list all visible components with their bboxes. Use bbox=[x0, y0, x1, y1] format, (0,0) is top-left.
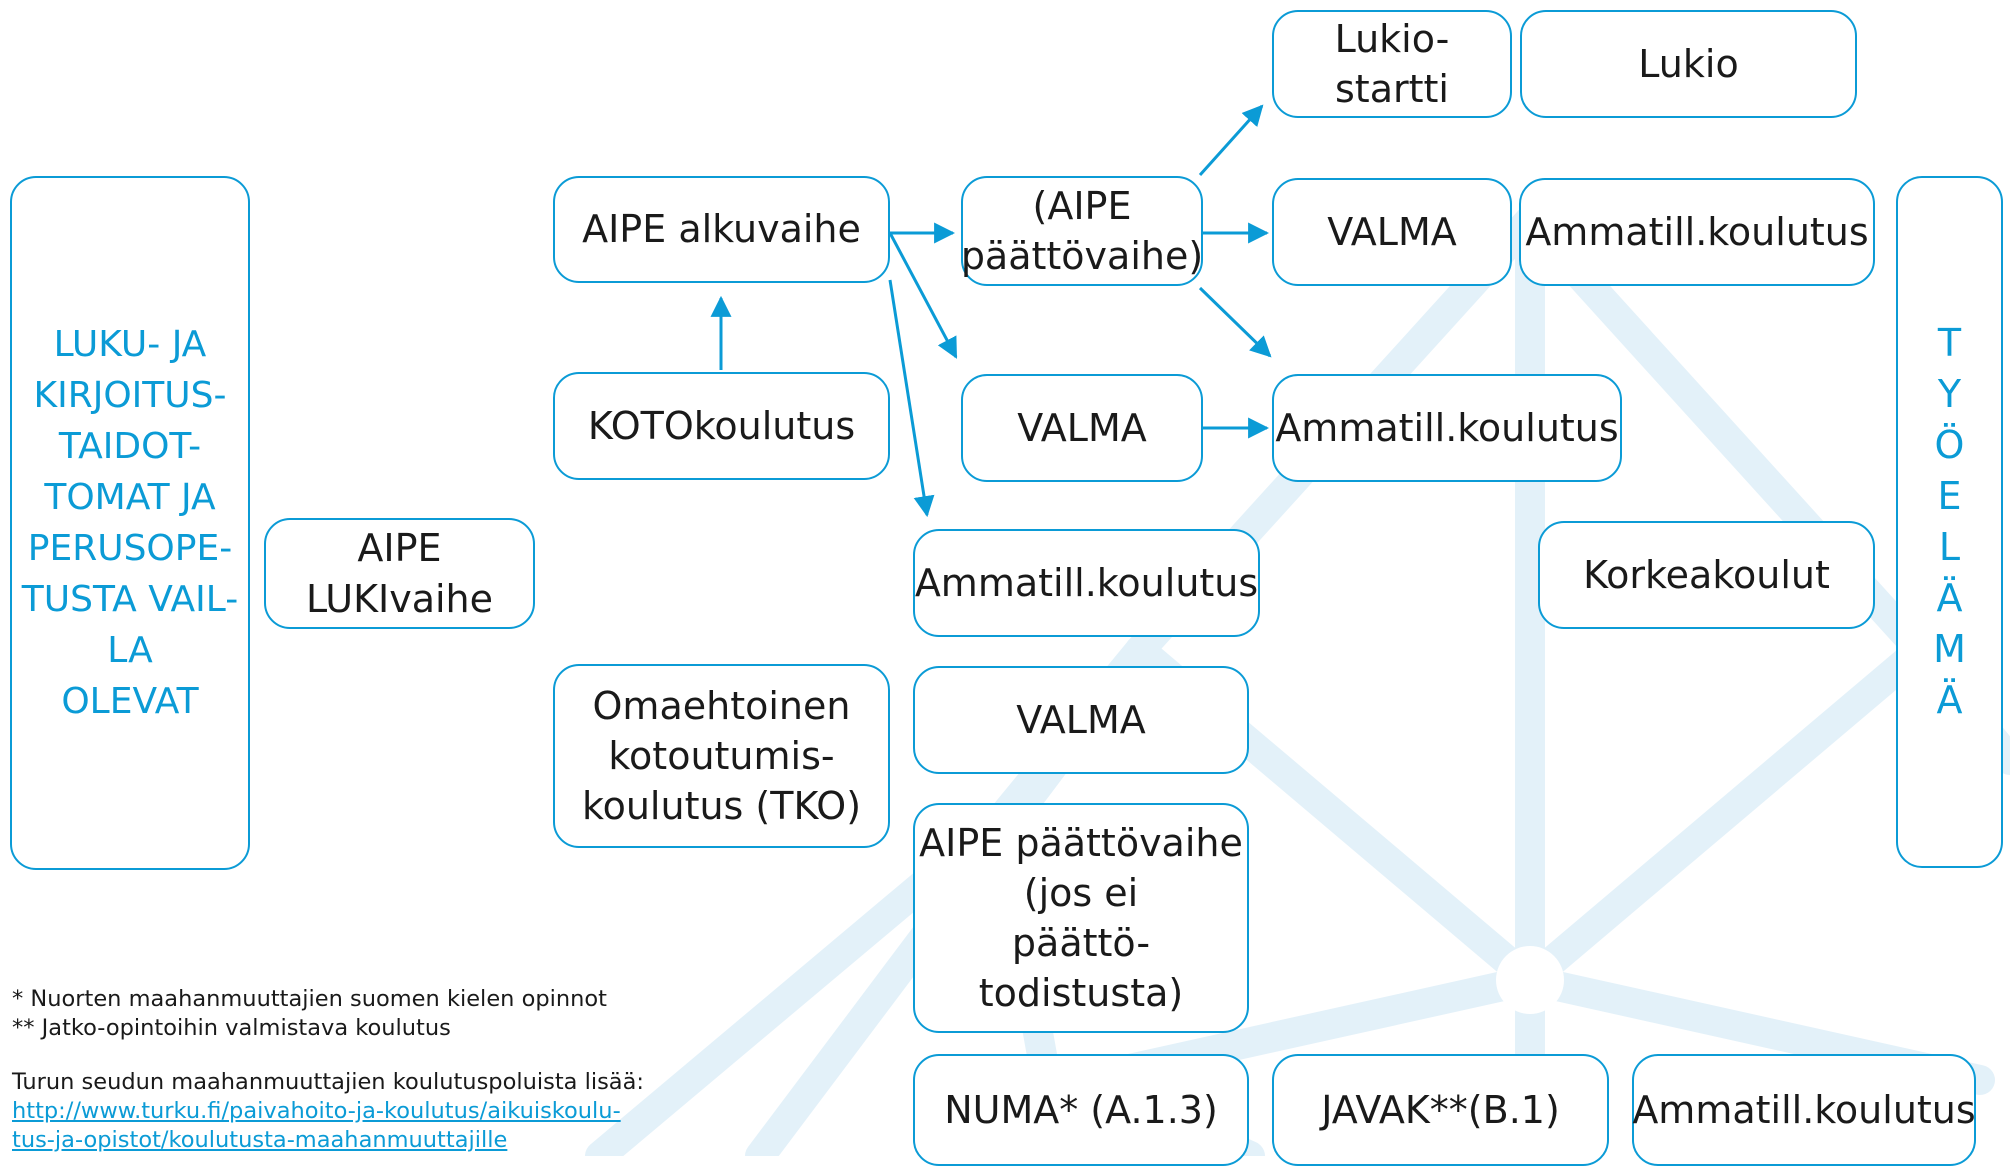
target-group-box: LUKU- JA KIRJOITUS- TAIDOT- TOMAT JA PER… bbox=[10, 176, 250, 870]
footnote-javak: ** Jatko-opintoihin valmistava koulutus bbox=[12, 1015, 451, 1041]
tko-label: Omaehtoinen kotoutumis- koulutus (TKO) bbox=[581, 683, 862, 829]
aipe-luki-box: AIPE LUKIvaihe bbox=[264, 518, 535, 629]
more-info-link[interactable]: http://www.turku.fi/paivahoito-ja-koulut… bbox=[12, 1098, 621, 1153]
lukio-box: Lukio bbox=[1520, 10, 1857, 118]
valma-top-box: VALMA bbox=[1272, 178, 1512, 286]
ammatill-bottom-box: Ammatill.koulutus bbox=[1632, 1054, 1976, 1166]
ammatill-mid-label: Ammatill.koulutus bbox=[914, 560, 1259, 605]
footnotes: * Nuorten maahanmuuttajien suomen kielen… bbox=[12, 985, 607, 1043]
more-info-link-line1[interactable]: http://www.turku.fi/paivahoito-ja-koulut… bbox=[12, 1098, 621, 1124]
aipe-paatto-jos-label: AIPE päättövaihe (jos ei päättö- todistu… bbox=[919, 820, 1243, 1016]
numa-label: NUMA* (A.1.3) bbox=[944, 1087, 1218, 1132]
numa-box: NUMA* (A.1.3) bbox=[913, 1054, 1249, 1166]
aipe-alku-box: AIPE alkuvaihe bbox=[553, 176, 890, 283]
lukiostartti-label: Lukio- startti bbox=[1334, 16, 1450, 111]
more-info: Turun seudun maahanmuuttajien koulutuspo… bbox=[12, 1068, 644, 1155]
tko-box: Omaehtoinen kotoutumis- koulutus (TKO) bbox=[553, 664, 890, 848]
korkeakoulut-box: Korkeakoulut bbox=[1538, 521, 1875, 629]
javak-box: JAVAK**(B.1) bbox=[1272, 1054, 1609, 1166]
aipe-paatto-jos-box: AIPE päättövaihe (jos ei päättö- todistu… bbox=[913, 803, 1249, 1033]
javak-label: JAVAK**(B.1) bbox=[1321, 1087, 1560, 1132]
korkeakoulut-label: Korkeakoulut bbox=[1583, 552, 1830, 597]
ammatill-center-label: Ammatill.koulutus bbox=[1275, 405, 1619, 450]
valma-lower-label: VALMA bbox=[1016, 697, 1146, 742]
target-group-label: LUKU- JA KIRJOITUS- TAIDOT- TOMAT JA PER… bbox=[21, 323, 239, 723]
valma-top-label: VALMA bbox=[1327, 209, 1457, 254]
more-info-link-line2[interactable]: tus-ja-opistot/koulutusta-maahanmuuttaji… bbox=[12, 1127, 508, 1153]
koto-label: KOTOkoulutus bbox=[587, 403, 856, 448]
lukio-label: Lukio bbox=[1638, 41, 1739, 86]
tyoelama-label: T Y Ö E L Ä M Ä bbox=[1933, 321, 1966, 722]
ammatill-mid-box: Ammatill.koulutus bbox=[913, 529, 1260, 637]
aipe-alku-label: AIPE alkuvaihe bbox=[582, 207, 861, 252]
aipe-paatto-box: (AIPE päättövaihe) bbox=[961, 176, 1203, 286]
ammatill-center-box: Ammatill.koulutus bbox=[1272, 374, 1622, 482]
ammatill-top-box: Ammatill.koulutus bbox=[1519, 178, 1875, 286]
valma-mid-box: VALMA bbox=[961, 374, 1203, 482]
valma-mid-label: VALMA bbox=[1017, 405, 1147, 450]
koto-box: KOTOkoulutus bbox=[553, 372, 890, 480]
ammatill-bottom-label: Ammatill.koulutus bbox=[1632, 1087, 1976, 1132]
footnote-numa: * Nuorten maahanmuuttajien suomen kielen… bbox=[12, 986, 607, 1012]
tyoelama-box: T Y Ö E L Ä M Ä bbox=[1896, 176, 2003, 868]
valma-lower-box: VALMA bbox=[913, 666, 1249, 774]
lukiostartti-box: Lukio- startti bbox=[1272, 10, 1512, 118]
aipe-paatto-label: (AIPE päättövaihe) bbox=[960, 183, 1204, 278]
ammatill-top-label: Ammatill.koulutus bbox=[1525, 209, 1869, 254]
aipe-luki-label: AIPE LUKIvaihe bbox=[305, 526, 493, 621]
more-info-label: Turun seudun maahanmuuttajien koulutuspo… bbox=[12, 1069, 644, 1095]
